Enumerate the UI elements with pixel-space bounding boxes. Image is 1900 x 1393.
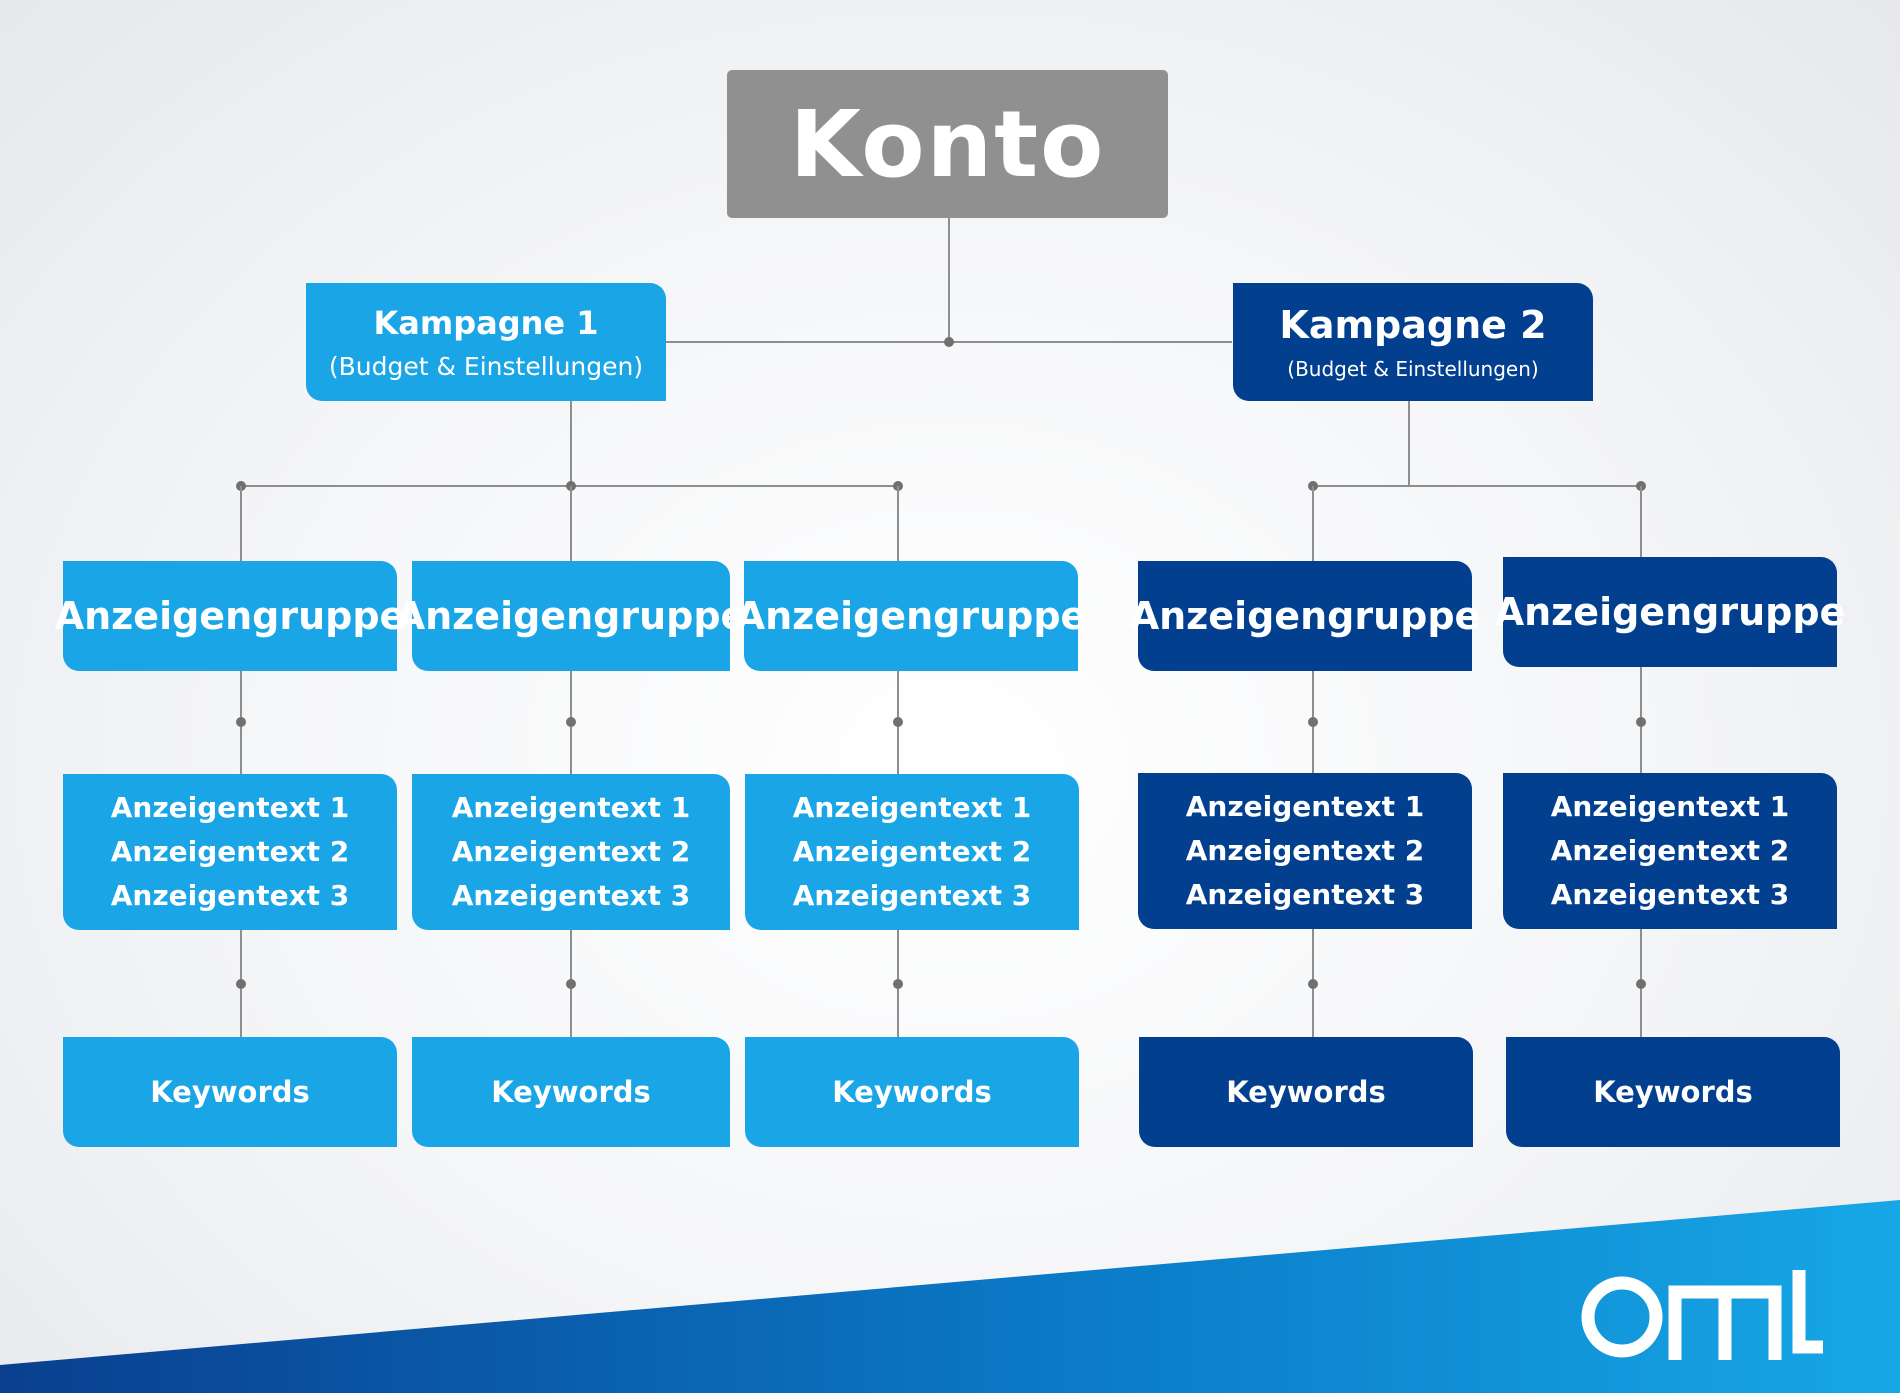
ad-group-node-3: Anzeigengruppe <box>736 561 1086 671</box>
keywords-label: Keywords <box>1226 1075 1386 1109</box>
ad-texts-node-4: Anzeigentext 1 Anzeigentext 2 Anzeigente… <box>1138 773 1472 929</box>
keywords-node-1: Keywords <box>63 1037 397 1147</box>
ad-text-item: Anzeigentext 2 <box>451 835 691 868</box>
ad-texts-node-5: Anzeigentext 1 Anzeigentext 2 Anzeigente… <box>1503 773 1837 929</box>
ad-text-item: Anzeigentext 2 <box>110 835 350 868</box>
campaign-2-connectors <box>1308 401 1646 561</box>
ad-text-item: Anzeigentext 1 <box>1550 790 1790 823</box>
ad-group-label: Anzeigengruppe <box>54 594 406 638</box>
keywords-node-2: Keywords <box>412 1037 730 1147</box>
ad-text-item: Anzeigentext 1 <box>1185 790 1425 823</box>
ad-group-node-2: Anzeigengruppe <box>396 561 746 671</box>
campaign-title: Kampagne 1 <box>373 303 599 342</box>
ad-group-node-1: Anzeigengruppe <box>55 561 405 671</box>
keywords-node-5: Keywords <box>1506 1037 1840 1147</box>
ad-group-label: Anzeigengruppe <box>735 594 1087 638</box>
account-label: Konto <box>789 90 1106 198</box>
group-to-text-connectors <box>236 667 1646 774</box>
ad-group-label: Anzeigengruppe <box>1129 594 1481 638</box>
ad-texts-node-3: Anzeigentext 1 Anzeigentext 2 Anzeigente… <box>745 774 1079 930</box>
root-connectors <box>665 218 1232 347</box>
campaign-title: Kampagne 2 <box>1279 303 1547 347</box>
ad-text-item: Anzeigentext 2 <box>1550 834 1790 867</box>
ad-text-item: Anzeigentext 3 <box>110 879 350 912</box>
ad-text-item: Anzeigentext 2 <box>1185 834 1425 867</box>
keywords-label: Keywords <box>150 1075 310 1109</box>
keywords-label: Keywords <box>832 1075 992 1109</box>
keywords-label: Keywords <box>1593 1075 1753 1109</box>
account-node: Konto <box>727 70 1168 218</box>
campaign-1-connectors <box>236 401 903 561</box>
ad-text-item: Anzeigentext 1 <box>110 791 350 824</box>
campaign-node-2: Kampagne 2 (Budget & Einstellungen) <box>1233 283 1593 401</box>
ad-text-item: Anzeigentext 3 <box>451 879 691 912</box>
ad-text-item: Anzeigentext 2 <box>792 835 1032 868</box>
campaign-node-1: Kampagne 1 (Budget & Einstellungen) <box>306 283 666 401</box>
campaign-subtitle: (Budget & Einstellungen) <box>328 351 644 381</box>
keywords-node-3: Keywords <box>745 1037 1079 1147</box>
ad-text-item: Anzeigentext 3 <box>792 879 1032 912</box>
ad-group-node-4: Anzeigengruppe <box>1130 561 1480 671</box>
ad-texts-node-1: Anzeigentext 1 Anzeigentext 2 Anzeigente… <box>63 774 397 930</box>
ad-group-label: Anzeigengruppe <box>1494 590 1846 634</box>
ad-group-node-5: Anzeigengruppe <box>1495 557 1845 667</box>
ad-texts-node-2: Anzeigentext 1 Anzeigentext 2 Anzeigente… <box>412 774 730 930</box>
text-to-keyword-connectors <box>236 929 1646 1037</box>
ad-text-item: Anzeigentext 3 <box>1185 878 1425 911</box>
ad-text-item: Anzeigentext 3 <box>1550 878 1790 911</box>
keywords-node-4: Keywords <box>1139 1037 1473 1147</box>
ad-group-label: Anzeigengruppe <box>395 594 747 638</box>
campaign-subtitle: (Budget & Einstellungen) <box>1287 357 1539 381</box>
ad-text-item: Anzeigentext 1 <box>451 791 691 824</box>
omt-logo-icon <box>1581 1270 1823 1360</box>
ad-text-item: Anzeigentext 1 <box>792 791 1032 824</box>
keywords-label: Keywords <box>491 1075 651 1109</box>
